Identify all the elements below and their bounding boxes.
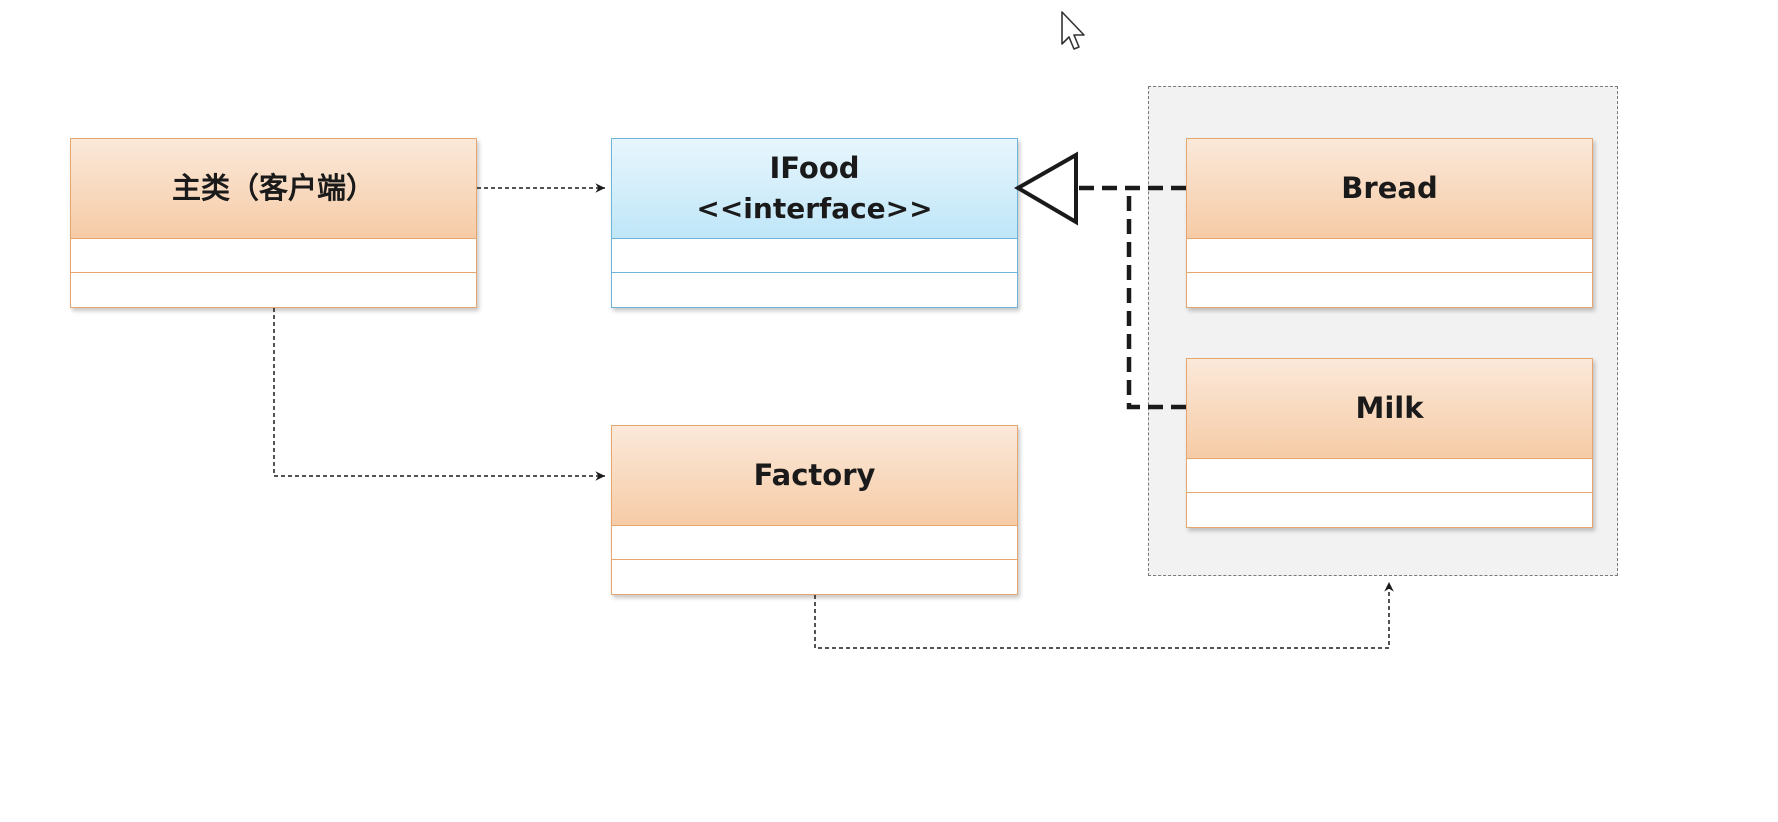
bread-name-compartment: Bread xyxy=(1187,139,1592,239)
ifood-attributes-compartment xyxy=(612,239,1017,273)
ifood-stereotype-label: <<interface>> xyxy=(696,192,933,226)
bread-methods-compartment xyxy=(1187,273,1592,307)
bread-class-name: Bread xyxy=(1341,171,1438,206)
milk-class-name: Milk xyxy=(1355,391,1424,426)
ifood-interface-name: IFood xyxy=(769,151,860,186)
ifood-interface-box[interactable]: IFood <<interface>> xyxy=(611,138,1018,308)
client-class-box[interactable]: 主类（客户端） xyxy=(70,138,477,308)
bread-attributes-compartment xyxy=(1187,239,1592,273)
factory-name-compartment: Factory xyxy=(612,426,1017,526)
factory-methods-compartment xyxy=(612,560,1017,594)
client-attributes-compartment xyxy=(71,239,476,273)
factory-attributes-compartment xyxy=(612,526,1017,560)
factory-class-box[interactable]: Factory xyxy=(611,425,1018,595)
factory-class-name: Factory xyxy=(753,458,876,493)
realization-triangle-head xyxy=(1014,151,1078,226)
mouse-cursor-icon xyxy=(1061,11,1085,50)
ifood-methods-compartment xyxy=(612,273,1017,307)
client-class-name: 主类（客户端） xyxy=(171,171,375,206)
bread-class-box[interactable]: Bread xyxy=(1186,138,1593,308)
milk-methods-compartment xyxy=(1187,493,1592,527)
milk-attributes-compartment xyxy=(1187,459,1592,493)
client-to-factory-dependency xyxy=(273,308,605,481)
client-methods-compartment xyxy=(71,273,476,307)
ifood-name-compartment: IFood <<interface>> xyxy=(612,139,1017,239)
client-class-name-compartment: 主类（客户端） xyxy=(71,139,476,239)
milk-class-box[interactable]: Milk xyxy=(1186,358,1593,528)
milk-name-compartment: Milk xyxy=(1187,359,1592,459)
